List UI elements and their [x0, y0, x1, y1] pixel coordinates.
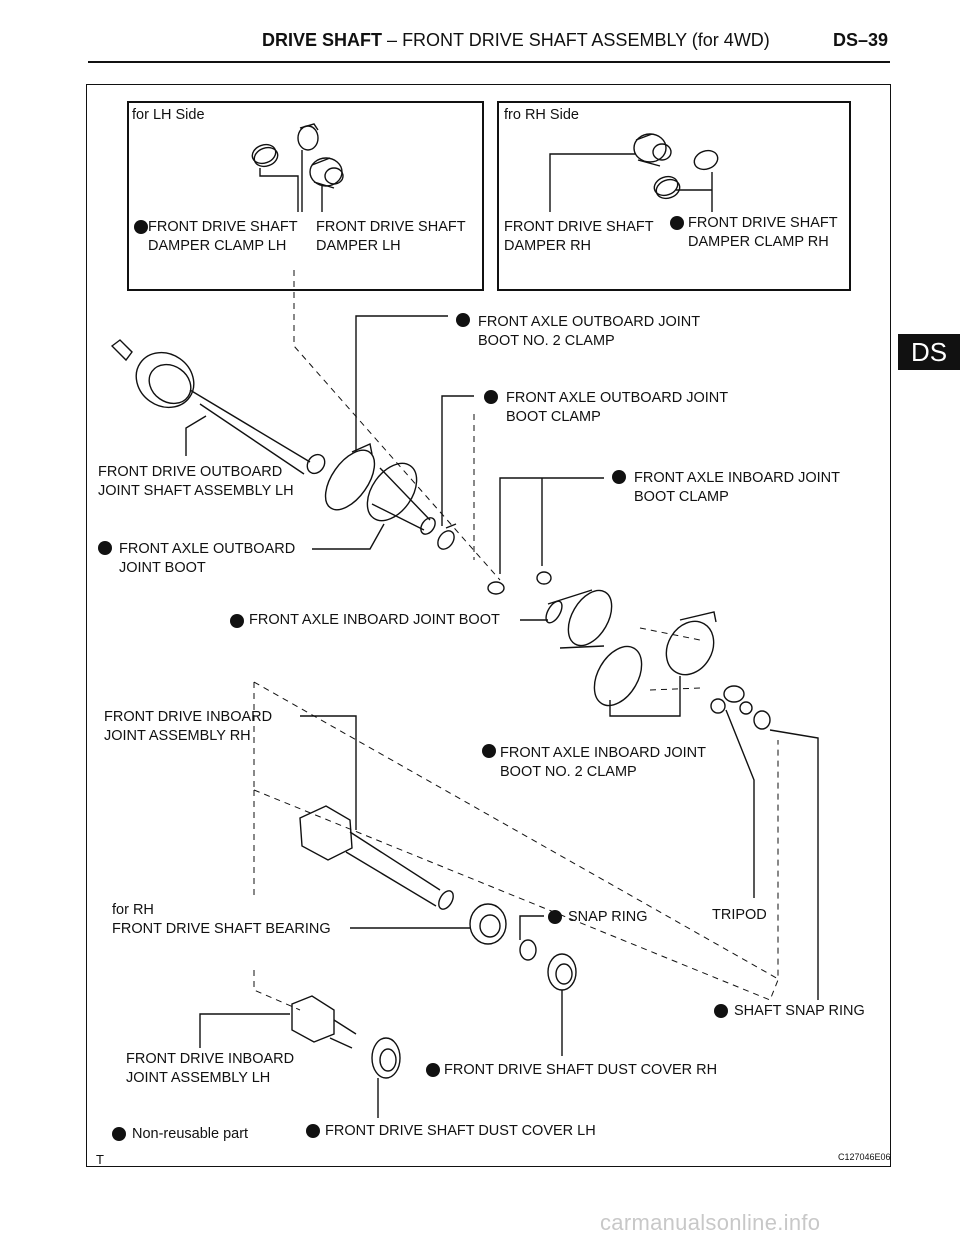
non-reusable-dot-icon [670, 216, 684, 230]
inset-title-lh: for LH Side [132, 107, 205, 123]
header-rule [88, 61, 890, 63]
dust-cover-rh-icon [547, 953, 577, 991]
label-damper-clamp-rh: FRONT DRIVE SHAFT DAMPER CLAMP RH [688, 215, 838, 250]
outboard-joint-shaft-icon [110, 339, 326, 475]
header-subtitle: FRONT DRIVE SHAFT ASSEMBLY (for 4WD) [402, 30, 770, 50]
label-ob-joint-shaft-lh: FRONT DRIVE OUTBOARD JOINT SHAFT ASSEMBL… [98, 464, 294, 499]
label-shaft-snap-ring: SHAFT SNAP RING [734, 1003, 865, 1019]
label-ob-joint-boot: FRONT AXLE OUTBOARD JOINT BOOT [119, 541, 296, 576]
inboard-joint-lh-icon [291, 995, 357, 1049]
inboard-boot-no2-clamp-icon [593, 645, 643, 707]
label-damper-clamp-lh: FRONT DRIVE SHAFT DAMPER CLAMP LH [148, 219, 298, 254]
outboard-joint-boot-icon [366, 462, 436, 535]
non-reusable-dot-icon [612, 470, 626, 484]
header-title: DRIVE SHAFT – FRONT DRIVE SHAFT ASSEMBLY… [262, 30, 770, 51]
non-reusable-dot-icon [426, 1063, 440, 1077]
page-header: DRIVE SHAFT – FRONT DRIVE SHAFT ASSEMBLY… [0, 30, 960, 60]
damper-clamp-rh-icon [653, 149, 719, 200]
label-dust-cover-rh: FRONT DRIVE SHAFT DUST COVER RH [444, 1062, 718, 1078]
snap-ring-icon [519, 939, 537, 961]
label-ib-boot-clamp: FRONT AXLE INBOARD JOINT BOOT CLAMP [634, 470, 840, 505]
outboard-boot-no2-clamp-icon [324, 443, 376, 511]
non-reusable-legend-dot-icon [112, 1127, 126, 1141]
inset-title-rh: fro RH Side [504, 107, 579, 123]
label-ob-boot-clamp: FRONT AXLE OUTBOARD JOINT BOOT CLAMP [506, 390, 729, 425]
non-reusable-dot-icon [98, 541, 112, 555]
non-reusable-dot-icon [306, 1124, 320, 1138]
damper-clamp-lh-icon [251, 123, 319, 168]
label-ib-joint-boot: FRONT AXLE INBOARD JOINT BOOT [249, 612, 500, 628]
damper-lh-icon [309, 157, 344, 189]
non-reusable-dot-icon [230, 614, 244, 628]
label-bearing: for RH FRONT DRIVE SHAFT BEARING [112, 902, 331, 937]
label-ib-boot-no2-clamp: FRONT AXLE INBOARD JOINT BOOT NO. 2 CLAM… [500, 745, 706, 780]
page-number: DS–39 [832, 30, 888, 50]
bearing-icon [469, 903, 507, 945]
label-ib-joint-lh: FRONT DRIVE INBOARD JOINT ASSEMBLY LH [126, 1051, 295, 1086]
tripod-icon [710, 685, 753, 715]
non-reusable-dot-icon [548, 910, 562, 924]
figure-code: C127046E06 [838, 1152, 891, 1162]
figure-frame [86, 84, 891, 1167]
shaft-snap-ring-icon [753, 710, 771, 730]
label-tripod: TRIPOD [712, 907, 767, 923]
section-tab: DS [898, 334, 960, 370]
watermark: carmanualsonline.info [600, 1210, 821, 1235]
inset-box-lh [127, 101, 484, 291]
non-reusable-dot-icon [134, 220, 148, 234]
inset-box-rh [497, 101, 851, 291]
inboard-joint-boot-icon [545, 589, 613, 649]
header-section: DRIVE SHAFT [262, 30, 383, 50]
label-damper-lh: FRONT DRIVE SHAFT DAMPER LH [316, 219, 466, 254]
header-separator: – [387, 30, 398, 50]
dust-cover-lh-icon [371, 1037, 401, 1079]
corner-mark: T [96, 1152, 104, 1167]
non-reusable-dot-icon [456, 313, 470, 327]
outboard-boot-clamp-icon [437, 523, 457, 550]
label-ob-boot-no2-clamp: FRONT AXLE OUTBOARD JOINT BOOT NO. 2 CLA… [478, 314, 701, 349]
damper-rh-icon [633, 133, 672, 167]
label-snap-ring: SNAP RING [568, 909, 648, 925]
non-reusable-dot-icon [714, 1004, 728, 1018]
inboard-boot-clamp-icon [487, 581, 505, 595]
legend-non-reusable: Non-reusable part [132, 1126, 249, 1142]
inboard-joint-rh-icon [299, 805, 454, 910]
label-dust-cover-lh: FRONT DRIVE SHAFT DUST COVER LH [325, 1123, 596, 1139]
label-ib-joint-rh: FRONT DRIVE INBOARD JOINT ASSEMBLY RH [104, 709, 273, 744]
non-reusable-dot-icon [484, 390, 498, 404]
label-damper-rh: FRONT DRIVE SHAFT DAMPER RH [504, 219, 654, 254]
non-reusable-dot-icon [482, 744, 496, 758]
